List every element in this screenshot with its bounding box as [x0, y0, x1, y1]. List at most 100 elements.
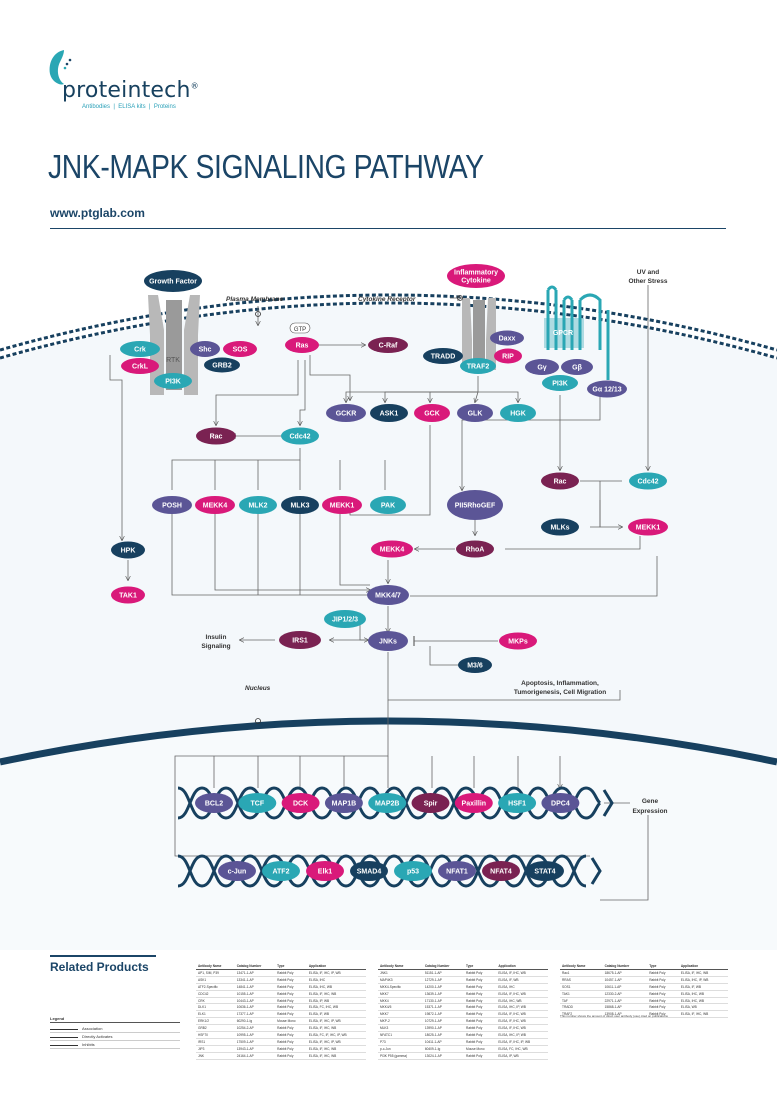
table-cell: 60290-1-Ig [234, 1017, 276, 1026]
table-cell: p-c-Jun [378, 1045, 423, 1053]
legend-title: Legend [50, 1016, 180, 1023]
table-cell: IRS1 [196, 1038, 235, 1046]
node-gene-row1-7: HSF1 [498, 793, 537, 813]
table-cell: Rabbit Poly [275, 997, 307, 1005]
related-divider [50, 955, 156, 957]
table-cell: MKP-2 [378, 1017, 423, 1026]
table-cell: 14841-1-AP [234, 983, 276, 991]
table-cell: ELISA, IF, IHC, WB [306, 1024, 366, 1033]
table-cell: ELISA, IF, WB [496, 976, 548, 984]
table-cell: 13639-1-AP [422, 990, 465, 998]
gene-expression-bracket-2 [590, 857, 602, 885]
column-header: Catalog Number [234, 963, 276, 970]
table-cell: 10457-1-AP [602, 976, 648, 984]
node-label-gene-row1-8: DPC4 [551, 801, 570, 808]
node-daxx: Daxx [490, 330, 524, 346]
gene-expression-label-2: Expression [632, 808, 667, 815]
node-label-gene-row2-1: ATF2 [273, 869, 290, 876]
node-label-rac2: Rac [554, 479, 567, 486]
node-m36: M3/6 [458, 657, 492, 673]
legend-row: Directly Activates [50, 1033, 180, 1041]
node-label-mekk4: MEKK4 [203, 503, 228, 510]
table-cell: ELISA, IHC, IP, WB [496, 1031, 548, 1039]
node-mlk2: MLK2 [239, 496, 277, 514]
table-cell: 17509-1-AP [234, 1038, 276, 1046]
node-mekk1: MEKK1 [322, 496, 362, 514]
table-cell: 15868-1-AP [602, 1003, 648, 1012]
node-label-gene-row1-1: TCF [250, 801, 264, 808]
table-cell: ELISA, FC, IHC, WB [306, 1003, 366, 1012]
node-label-mlk3: MLK3 [290, 503, 309, 510]
node-gene-row2-5: NFAT1 [438, 861, 476, 881]
site-url[interactable]: www.ptglab.com [50, 206, 145, 220]
citation-note: This number shows the amount of direct u… [560, 1014, 668, 1018]
node-traf2: TRAF2 [460, 358, 496, 374]
node-label-mekk4b: MEKK4 [380, 547, 405, 554]
node-ga: Gα 12/13 [587, 380, 627, 398]
gene-expression-bracket [602, 789, 614, 817]
node-label-mlk2: MLK2 [248, 503, 267, 510]
node-label-tradd: TRADD [431, 354, 456, 361]
node-label-pak: PAK [381, 503, 395, 510]
table-cell: ELISA, IF, IHC, WB [496, 1010, 548, 1019]
node-label-tak1: TAK1 [119, 593, 137, 600]
rtk-receptor: RTK [148, 295, 200, 395]
node-label-mekk1: MEKK1 [330, 503, 355, 510]
node-pi3k: PI3K [154, 373, 192, 389]
node-mlks: MLKs [541, 518, 579, 536]
node-label-mkk47: MKK4/7 [375, 593, 401, 600]
node-gene-row1-5: Spir [411, 793, 450, 813]
node-grb2: GRB2 [204, 357, 240, 373]
node-shc: Shc [190, 341, 220, 357]
plasma-membrane-label: Plasma Membrane [226, 296, 283, 303]
table-cell: ELISA, WB [678, 1003, 728, 1012]
gtp-badge: GTP [289, 322, 311, 334]
table-cell: MLK3 [378, 1024, 423, 1033]
legend-association: Association [82, 1026, 103, 1031]
node-label-pi3k: PI3K [165, 379, 181, 386]
table-cell: ELISA, IF, IHC, WB [496, 1024, 548, 1033]
table-cell: SOS1 [560, 983, 603, 991]
table-cell: ELISA, IF, IHC, IP, WB [306, 1017, 366, 1026]
node-rac: Rac [196, 427, 236, 445]
table-cell: JIP3 [196, 1045, 235, 1053]
table-cell: ELISA, IF, IHC, WB [678, 969, 728, 977]
table-cell: Rabbit Poly [647, 990, 679, 998]
node-label-mlks: MLKs [550, 525, 569, 532]
table-cell: Rabbit Poly [464, 997, 497, 1005]
table-cell: ELISA, IF, WB [678, 983, 728, 991]
